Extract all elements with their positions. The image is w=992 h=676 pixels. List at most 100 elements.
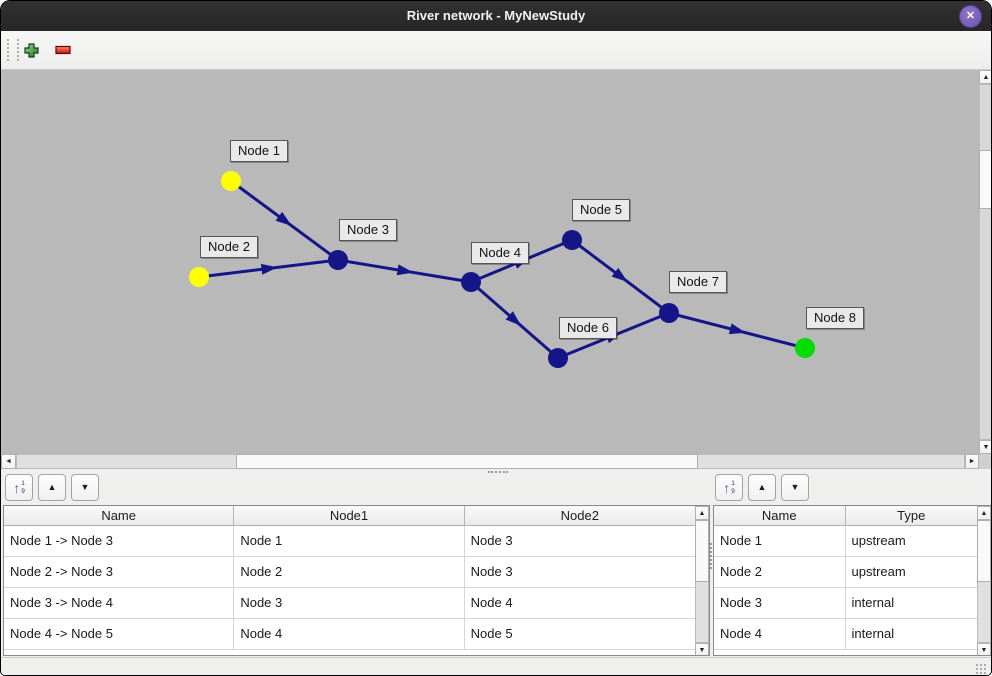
scroll-down-button[interactable]: ▼: [979, 440, 991, 454]
toolbar-drag-handle[interactable]: [7, 39, 19, 61]
remove-node-button[interactable]: [51, 38, 75, 62]
table-row[interactable]: Node 2 upstream: [714, 557, 977, 588]
move-up-icon: ▲: [757, 482, 767, 492]
table-row[interactable]: Node 3 internal: [714, 588, 977, 619]
network-node[interactable]: [795, 338, 815, 358]
table-cell[interactable]: internal: [851, 626, 895, 641]
close-button[interactable]: ✕: [959, 5, 982, 28]
table-cell[interactable]: Node 4: [234, 619, 465, 649]
table-cell[interactable]: Node 2: [234, 557, 465, 587]
scroll-down-button[interactable]: ▼: [977, 643, 991, 655]
column-header[interactable]: Type: [845, 506, 977, 525]
flow-direction-arrow-icon: [505, 311, 522, 326]
table-cell[interactable]: Node 4: [714, 619, 846, 649]
network-node[interactable]: [562, 230, 582, 250]
table-cell[interactable]: Node 1 -> Node 3: [4, 526, 235, 556]
resize-grip-icon[interactable]: [975, 663, 987, 675]
reaches-move-down-button[interactable]: ▼: [71, 474, 99, 501]
scrollbar-thumb[interactable]: [979, 150, 991, 209]
river-network-canvas[interactable]: Node 1 Node 2 Node 3 Node 4 Node 5 Node 6 Node…: [1, 70, 979, 454]
scroll-down-icon: ▼: [698, 646, 706, 654]
reaches-move-up-button[interactable]: ▲: [38, 474, 66, 501]
column-header[interactable]: Node1: [234, 506, 465, 525]
scroll-right-icon: ►: [968, 458, 976, 465]
scrollbar-track[interactable]: [979, 84, 991, 440]
table-row[interactable]: Node 4 internal: [714, 619, 977, 650]
vertical-splitter[interactable]: [710, 505, 713, 656]
scrollbar-thumb[interactable]: [977, 520, 991, 582]
move-down-icon: ▼: [790, 482, 800, 492]
splitter-handle-icon: [488, 471, 508, 473]
node-label[interactable]: Node 3: [339, 219, 397, 241]
scroll-left-icon: ◄: [5, 458, 12, 465]
table-cell[interactable]: Node 1: [714, 526, 846, 556]
table-cell[interactable]: Node 4: [470, 595, 513, 610]
column-header[interactable]: Name: [714, 506, 846, 525]
table-cell[interactable]: Node 3: [470, 533, 513, 548]
scroll-up-button[interactable]: ▲: [977, 506, 991, 520]
table-row[interactable]: Node 1 upstream: [714, 526, 977, 557]
add-node-button[interactable]: [19, 38, 43, 62]
table-cell[interactable]: Node 3: [234, 588, 465, 618]
node-label[interactable]: Node 8: [806, 307, 864, 329]
flow-direction-arrow-icon: [611, 267, 628, 282]
network-node[interactable]: [328, 250, 348, 270]
table-cell[interactable]: internal: [851, 595, 895, 610]
network-node[interactable]: [461, 272, 481, 292]
reaches-table-scrollbar[interactable]: ▲ ▼: [695, 506, 709, 655]
network-node[interactable]: [548, 348, 568, 368]
status-bar: [1, 657, 991, 675]
node-label[interactable]: Node 1: [230, 140, 288, 162]
scroll-down-button[interactable]: ▼: [695, 643, 709, 655]
window-title: River network - MyNewStudy: [406, 8, 586, 23]
table-row: [4, 650, 695, 655]
network-node[interactable]: [221, 171, 241, 191]
scroll-up-button[interactable]: ▲: [979, 70, 991, 84]
scrollbar-thumb[interactable]: [236, 454, 698, 469]
scroll-left-button[interactable]: ◄: [1, 454, 16, 469]
table-cell[interactable]: Node 2 -> Node 3: [4, 557, 235, 587]
nodes-table-scrollbar[interactable]: ▲ ▼: [977, 506, 991, 655]
column-header[interactable]: Node2: [464, 506, 695, 525]
table-cell[interactable]: Node 3: [470, 564, 513, 579]
table-cell[interactable]: Node 3: [714, 588, 846, 618]
table-cell[interactable]: Node 1: [234, 526, 465, 556]
nodes-move-up-button[interactable]: ▲: [748, 474, 776, 501]
table-cell[interactable]: Node 2: [714, 557, 846, 587]
table-cell[interactable]: upstream: [851, 564, 906, 579]
move-up-icon: ▲: [47, 482, 57, 492]
node-label[interactable]: Node 2: [200, 236, 258, 258]
nodes-move-down-button[interactable]: ▼: [781, 474, 809, 501]
network-node[interactable]: [189, 267, 209, 287]
scroll-up-button[interactable]: ▲: [695, 506, 709, 520]
flow-direction-arrow-icon: [260, 263, 278, 275]
node-label[interactable]: Node 7: [669, 271, 727, 293]
node-label[interactable]: Node 4: [471, 242, 529, 264]
table-cell[interactable]: Node 5: [470, 626, 513, 641]
scroll-up-icon: ▲: [698, 509, 706, 517]
node-label[interactable]: Node 5: [572, 199, 630, 221]
scroll-right-button[interactable]: ►: [965, 454, 979, 469]
scrollbar-thumb[interactable]: [695, 520, 709, 582]
table-cell[interactable]: Node 4 -> Node 5: [4, 619, 235, 649]
flow-direction-arrow-icon: [396, 264, 414, 276]
column-header[interactable]: Name: [4, 506, 235, 525]
scrollbar-corner: [979, 454, 991, 469]
table-row: [714, 650, 977, 655]
horizontal-splitter[interactable]: [1, 469, 991, 474]
network-node[interactable]: [659, 303, 679, 323]
node-label[interactable]: Node 6: [559, 317, 617, 339]
table-cell[interactable]: Node 3 -> Node 4: [4, 588, 235, 618]
table-cell[interactable]: upstream: [851, 533, 906, 548]
